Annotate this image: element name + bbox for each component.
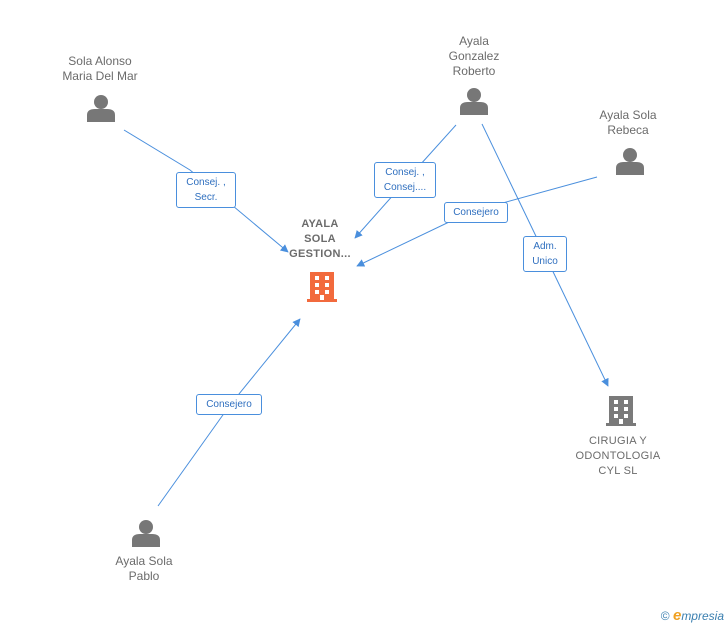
person-node-sola-alonso[interactable]: Sola Alonso Maria Del Mar xyxy=(40,54,160,84)
edge-label-consejero-rebeca[interactable]: Consejero xyxy=(444,202,508,223)
company-node-ayala-sola-gestion[interactable]: AYALA SOLA GESTION... xyxy=(270,217,370,262)
brand-logo-e: e xyxy=(672,607,682,624)
brand-logo-text: mpresia xyxy=(681,609,724,623)
person-node-ayala-sola-rebeca[interactable]: Ayala Sola Rebeca xyxy=(568,108,688,138)
edge-label-adm-unico[interactable]: Adm. Unico xyxy=(523,236,567,272)
edge-label-consej-consej[interactable]: Consej. , Consej.... xyxy=(374,162,436,198)
person-name: Ayala Gonzalez Roberto xyxy=(448,34,500,78)
person-name: Ayala Sola Pablo xyxy=(115,554,173,583)
person-icon[interactable] xyxy=(132,520,160,547)
person-name: Sola Alonso Maria Del Mar xyxy=(62,54,138,83)
copyright-symbol: © xyxy=(660,609,670,623)
building-icon[interactable] xyxy=(307,272,337,302)
company-node-cirugia[interactable]: CIRUGIA Y ODONTOLOGIA CYL SL xyxy=(558,434,678,479)
edge-label-consejero-pablo[interactable]: Consejero xyxy=(196,394,262,415)
company-name: AYALA SOLA GESTION... xyxy=(289,218,351,260)
edge-label-consej-secr[interactable]: Consej. , Secr. xyxy=(176,172,236,208)
person-icon[interactable] xyxy=(616,148,644,175)
building-icon[interactable] xyxy=(606,396,636,426)
edge-sola-alonso-to-gestion xyxy=(123,129,289,253)
copyright-brand: © empresia xyxy=(661,607,724,624)
person-name: Ayala Sola Rebeca xyxy=(599,108,657,137)
company-name: CIRUGIA Y ODONTOLOGIA CYL SL xyxy=(575,435,661,477)
person-node-ayala-gonzalez[interactable]: Ayala Gonzalez Roberto xyxy=(414,34,534,79)
person-icon[interactable] xyxy=(460,88,488,115)
person-icon[interactable] xyxy=(87,95,115,122)
person-node-ayala-sola-pablo[interactable]: Ayala Sola Pablo xyxy=(84,554,204,584)
